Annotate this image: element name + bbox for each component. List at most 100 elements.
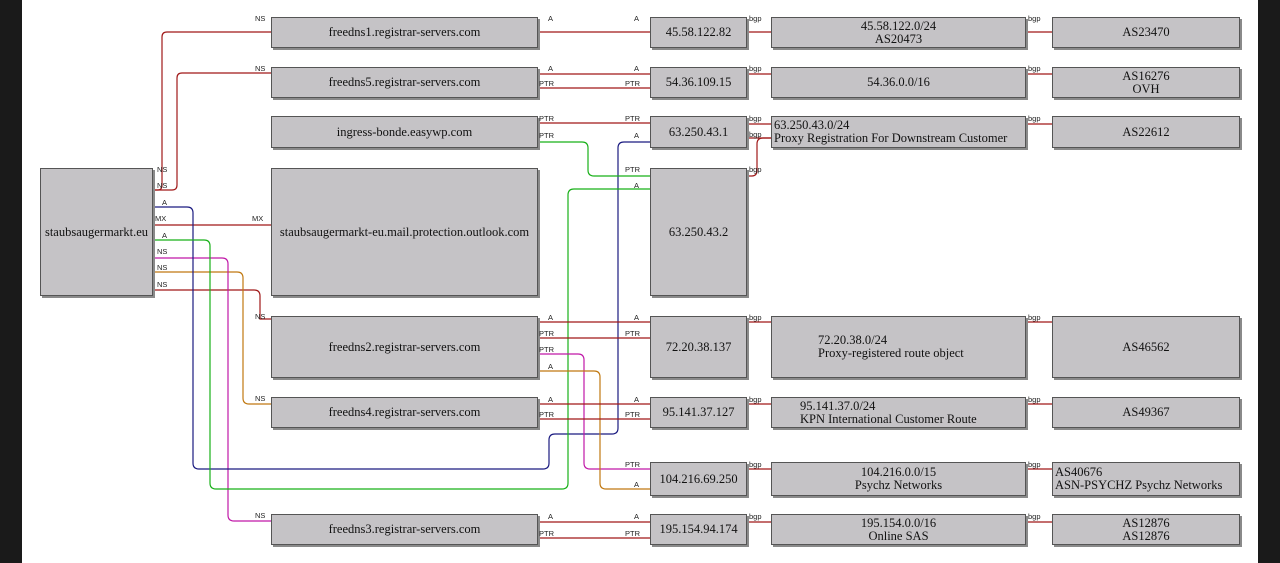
edge-label-bgp: bgp	[1028, 395, 1041, 404]
net-psychz-prefix: 104.216.0.0/15	[860, 465, 937, 479]
edge-label-ns: NS	[157, 247, 168, 256]
net4-prefix: 95.141.37.0/24	[800, 398, 876, 413]
network-node-95-141-37[interactable]: 95.141.37.0/24 KPN International Custome…	[771, 397, 1026, 428]
as3-line1: AS12876	[1122, 515, 1170, 530]
edge-label-ns: NS	[255, 394, 266, 403]
edge-label-ptr: PTR	[625, 165, 640, 174]
as-node-12876[interactable]: AS12876 AS12876	[1052, 514, 1240, 545]
nameserver-node-ns5[interactable]: freedns5.registrar-servers.com	[271, 67, 538, 98]
as-node-23470[interactable]: AS23470	[1052, 17, 1240, 48]
edge-label-a: A	[548, 512, 554, 521]
edge-label-ns: NS	[157, 263, 168, 272]
edge-domain-a-green	[153, 188, 650, 490]
edge-label-mx: MX	[252, 214, 264, 223]
ip-node-45-58-122-82[interactable]: 45.58.122.82	[650, 17, 747, 48]
edge-label-a: A	[634, 64, 640, 73]
host-node-ingress[interactable]: ingress-bonde.easywp.com	[271, 116, 538, 148]
nameserver-node-ns1[interactable]: freedns1.registrar-servers.com	[271, 17, 538, 48]
network-node-54-36[interactable]: 54.36.0.0/16	[771, 67, 1026, 98]
edge-domain-ns3	[153, 257, 271, 522]
ip-node-72-20-38-137[interactable]: 72.20.38.137	[650, 316, 747, 378]
edge-label-ptr: PTR	[539, 131, 554, 140]
edge-label-bgp: bgp	[749, 64, 762, 73]
edge-label-a: A	[548, 64, 554, 73]
net3-desc: Online SAS	[868, 528, 929, 543]
as-node-16276[interactable]: AS16276 OVH	[1052, 67, 1240, 98]
edge-label-bgp: bgp	[1028, 14, 1041, 23]
net2-desc: Proxy-registered route object	[818, 346, 964, 360]
ip-node-195-154-94-174[interactable]: 195.154.94.174	[650, 514, 747, 545]
as-node-40676[interactable]: AS40676 ASN-PSYCHZ Psychz Networks	[1052, 462, 1240, 496]
network-node-104-216[interactable]: 104.216.0.0/15 Psychz Networks	[771, 462, 1026, 496]
network-node-195-154[interactable]: 195.154.0.0/16 Online SAS	[771, 514, 1026, 545]
edge-label-ptr: PTR	[539, 79, 554, 88]
edge-ns2-a-orange	[538, 370, 650, 490]
edge-label-ptr: PTR	[539, 329, 554, 338]
nameserver-node-ns2[interactable]: freedns2.registrar-servers.com	[271, 316, 538, 378]
edge-label-ptr: PTR	[625, 114, 640, 123]
edge-label-bgp: bgp	[1028, 114, 1041, 123]
mx-label: staubsaugermarkt-eu.mail.protection.outl…	[279, 224, 530, 239]
edge-label-ptr: PTR	[625, 460, 640, 469]
edge-label-bgp: bgp	[1028, 512, 1041, 521]
ip2-label: 72.20.38.137	[665, 339, 732, 354]
net-ingress-desc: Proxy Registration For Downstream Custom…	[774, 131, 1008, 145]
net1-desc: AS20473	[874, 31, 923, 46]
edge-label-ns: NS	[255, 511, 266, 520]
ip4-label: 95.141.37.127	[662, 405, 735, 419]
edge-label-ptr: PTR	[539, 410, 554, 419]
edge-domain-ns1	[153, 31, 271, 191]
nameserver-node-ns4[interactable]: freedns4.registrar-servers.com	[271, 397, 538, 428]
ip-node-63-250-43-2[interactable]: 63.250.43.2	[650, 168, 747, 296]
edge-label-a: A	[548, 14, 554, 23]
edge-label-ptr: PTR	[539, 529, 554, 538]
as-node-22612[interactable]: AS22612	[1052, 116, 1240, 148]
edge-ns2-ptr-magenta	[538, 353, 650, 470]
net3-prefix: 195.154.0.0/16	[860, 515, 937, 530]
ns5-label: freedns5.registrar-servers.com	[328, 75, 481, 89]
as-node-46562[interactable]: AS46562	[1052, 316, 1240, 378]
edge-label-ptr: PTR	[539, 345, 554, 354]
as3-line2: AS12876	[1122, 528, 1170, 543]
domain-node[interactable]: staubsaugermarkt.eu	[40, 168, 153, 296]
as-node-49367[interactable]: AS49367	[1052, 397, 1240, 428]
network-node-72-20-38[interactable]: 72.20.38.0/24 Proxy-registered route obj…	[771, 316, 1026, 378]
edge-label-a: A	[634, 480, 640, 489]
net1-prefix: 45.58.122.0/24	[860, 18, 937, 33]
net2-prefix: 72.20.38.0/24	[818, 333, 888, 347]
ip-node-63-250-43-1[interactable]: 63.250.43.1	[650, 116, 747, 148]
as1-label: AS23470	[1122, 25, 1170, 39]
dns-graph-canvas: staubsaugermarkt.eu freedns1.registrar-s…	[22, 0, 1258, 563]
nameserver-node-ns3[interactable]: freedns3.registrar-servers.com	[271, 514, 538, 545]
domain-node-label: staubsaugermarkt.eu	[44, 224, 149, 239]
net-psychz-desc: Psychz Networks	[854, 478, 943, 492]
ip-node-54-36-109-15[interactable]: 54.36.109.15	[650, 67, 747, 98]
ip-ingress-label: 63.250.43.1	[668, 124, 729, 139]
ip-node-95-141-37-127[interactable]: 95.141.37.127	[650, 397, 747, 428]
edge-label-bgp: bgp	[749, 395, 762, 404]
edge-label-ns: NS	[157, 165, 168, 174]
net5-prefix: 54.36.0.0/16	[867, 75, 930, 89]
ip3-label: 195.154.94.174	[659, 522, 738, 536]
ip-node-104-216-69-250[interactable]: 104.216.69.250	[650, 462, 747, 496]
edge-label-ptr: PTR	[625, 529, 640, 538]
edge-layer	[153, 31, 1052, 539]
as2-label: AS46562	[1122, 339, 1170, 354]
ip5-label: 54.36.109.15	[665, 75, 732, 89]
edge-label-bgp: bgp	[749, 512, 762, 521]
network-node-63-250-43[interactable]: 63.250.43.0/24 Proxy Registration For Do…	[771, 116, 1026, 148]
ns1-label: freedns1.registrar-servers.com	[328, 25, 481, 39]
edge-domain-ns4	[153, 271, 271, 405]
edge-label-ptr: PTR	[539, 114, 554, 123]
ip-psychz-label: 104.216.69.250	[659, 471, 738, 486]
network-node-45-58-122[interactable]: 45.58.122.0/24 AS20473	[771, 17, 1026, 48]
edge-label-bgp: bgp	[749, 165, 762, 174]
edge-label-bgp: bgp	[749, 313, 762, 322]
mx-node[interactable]: staubsaugermarkt-eu.mail.protection.outl…	[271, 168, 538, 296]
ns2-label: freedns2.registrar-servers.com	[328, 339, 481, 354]
edge-label-bgp: bgp	[1028, 460, 1041, 469]
as5-number: AS16276	[1122, 68, 1170, 83]
edge-label-ns: NS	[255, 14, 266, 23]
ingress-label: ingress-bonde.easywp.com	[336, 124, 473, 139]
edge-label-ptr: PTR	[625, 79, 640, 88]
